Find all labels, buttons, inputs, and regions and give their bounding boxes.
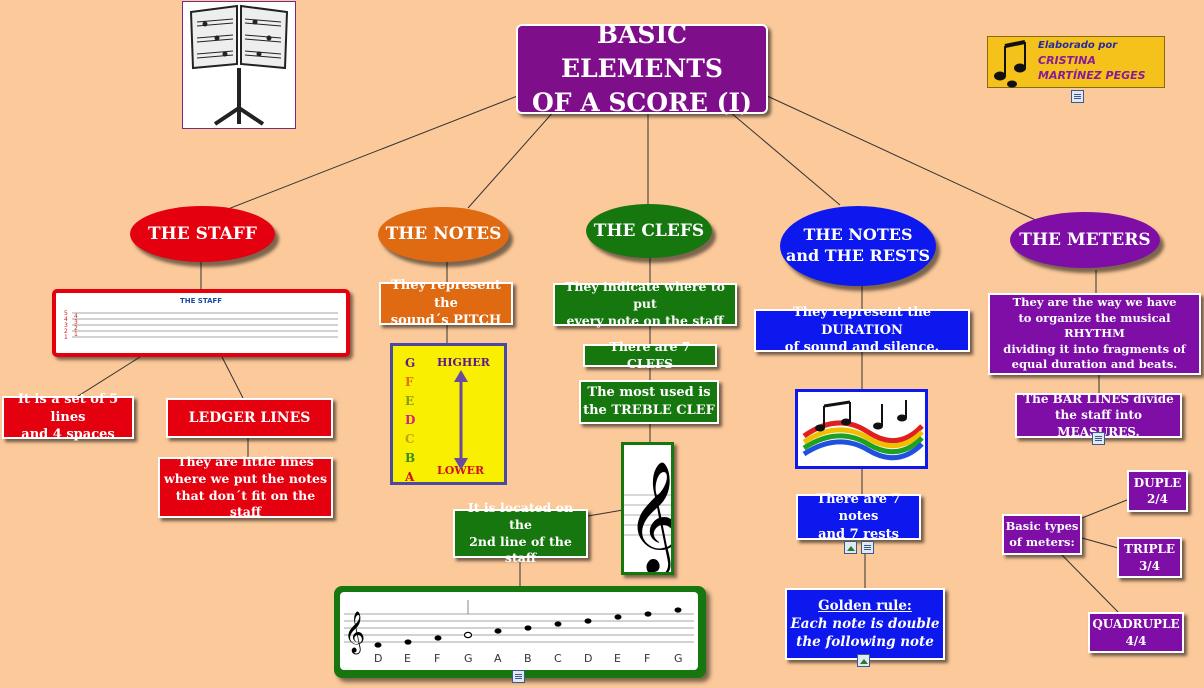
golden-rule-text: Each note is double the following note: [790, 615, 940, 651]
higher-label: HIGHER: [437, 356, 490, 369]
note-icon[interactable]: [861, 541, 874, 554]
staff-note-name: G: [464, 652, 473, 665]
author-line1: Elaborado por: [1038, 40, 1118, 51]
treble-clef-image: 𝄞: [621, 442, 683, 577]
clefs-count: There are 7 CLEFS: [583, 339, 717, 371]
topic-notes-rests: THE NOTES and THE RESTS: [780, 206, 936, 286]
location-line2: 2nd line of the staff: [469, 533, 572, 566]
svg-text:4: 4: [74, 313, 78, 320]
notes-rests-count: There are 7 notes and 7 rests: [796, 492, 921, 542]
meters-definition: They are the way we have to organize the…: [988, 293, 1201, 375]
bar-lines-note-icon[interactable]: [1092, 432, 1105, 445]
pitch-note: B: [405, 451, 416, 465]
rests-definition: They represent the DURATION of sound and…: [754, 305, 970, 355]
pitch-scale-image: G F E D C B A HIGHER LOWER: [390, 343, 507, 485]
staff-note-name: F: [644, 652, 651, 665]
author-line2: CRISTINA: [1038, 54, 1096, 67]
staff-note-name: E: [404, 652, 411, 665]
staff-note-icon[interactable]: [512, 670, 525, 683]
svg-text:3: 3: [64, 322, 68, 329]
triple-meter: TRIPLE 3/4: [1117, 537, 1182, 578]
colorful-notes-icon: [802, 400, 924, 461]
svg-text:4: 4: [64, 316, 68, 323]
treble-staff-notes-image: 𝄞 D E F G A B C D E F G: [334, 586, 706, 678]
staff-image-title: THE STAFF: [179, 297, 223, 305]
staff-note-name: B: [524, 652, 532, 665]
double-arrow-icon: [454, 370, 468, 470]
location-line1: It is located on the: [467, 499, 574, 532]
music-stand-image: [182, 1, 296, 129]
topic-clefs: THE CLEFS: [586, 204, 712, 258]
treble-clef-location: It is located on the 2nd line of the sta…: [453, 500, 588, 565]
treble-clef-icon: 𝄞: [624, 460, 683, 577]
author-line3: MARTÍNEZ PEGES: [1038, 69, 1146, 82]
svg-text:𝄞: 𝄞: [626, 460, 671, 572]
treble-clef-most-used: The most used is the TREBLE CLEF: [579, 380, 719, 424]
clefs-definition: They indicate where to put every note on…: [553, 279, 737, 328]
svg-text:5: 5: [64, 310, 68, 317]
topic-staff: THE STAFF: [130, 206, 275, 262]
svg-text:2: 2: [64, 328, 68, 335]
ledger-lines-description: They are little lines where we put the n…: [158, 454, 333, 519]
staff-definition: It is a set of 5 lines and 4 spaces: [2, 392, 134, 442]
staff-note-name: G: [674, 652, 683, 665]
ledger-lines-box: LEDGER LINES: [166, 398, 333, 438]
pitch-note: A: [405, 470, 415, 484]
svg-text:𝄞: 𝄞: [344, 611, 365, 654]
music-notes-icon: [994, 40, 1026, 88]
svg-text:1: 1: [74, 331, 78, 338]
pitch-note: E: [405, 394, 415, 408]
bar-lines-box: The BAR LINES divide the staff into MEAS…: [1015, 392, 1182, 439]
golden-rule-title: Golden rule:: [818, 597, 912, 614]
staff-note-name: E: [614, 652, 621, 665]
meter-types-box: Basic types of meters:: [1002, 514, 1082, 555]
golden-rule-box: Golden rule: Each note is double the fol…: [785, 588, 945, 660]
staff-note-name: F: [434, 652, 441, 665]
music-stand-icon: [189, 4, 289, 126]
author-badge: Elaborado por CRISTINA MARTÍNEZ PEGES: [987, 36, 1165, 88]
staff-note-name: D: [374, 652, 383, 665]
pitch-note: F: [405, 375, 414, 389]
author-note-icon[interactable]: [1071, 90, 1084, 103]
topic-meters: THE METERS: [1010, 212, 1160, 268]
treble-staff-svg: 𝄞: [344, 600, 694, 654]
notes-definition: They represent the sound´s PITCH: [379, 278, 513, 328]
topic-notes: THE NOTES: [378, 207, 509, 262]
page-title: BASIC ELEMENTS OF A SCORE (I): [516, 20, 768, 117]
svg-text:2: 2: [74, 325, 78, 332]
staff-note-name: A: [494, 652, 502, 665]
music-notes-image: [795, 389, 928, 469]
staff-note-name: D: [584, 652, 593, 665]
staff-note-name: C: [554, 652, 562, 665]
svg-text:1: 1: [64, 334, 68, 341]
pitch-note: G: [405, 356, 416, 370]
svg-text:3: 3: [74, 319, 78, 326]
pitch-note: C: [405, 432, 415, 446]
lower-label: LOWER: [437, 464, 485, 477]
quadruple-meter: QUADRUPLE 4/4: [1088, 612, 1184, 653]
pitch-note: D: [405, 413, 416, 427]
duple-meter: DUPLE 2/4: [1127, 470, 1188, 512]
golden-rule-image-icon[interactable]: [857, 654, 870, 667]
image-icon[interactable]: [844, 541, 857, 554]
